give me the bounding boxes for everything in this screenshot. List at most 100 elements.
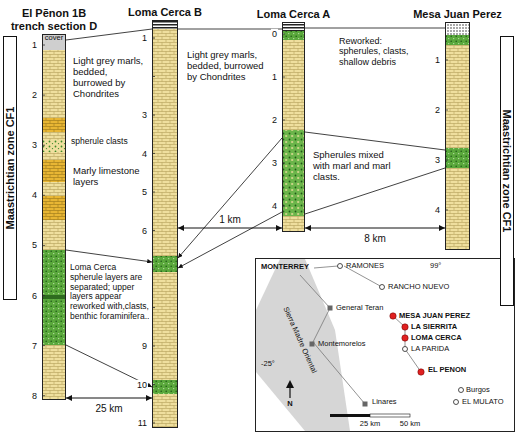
top-cap <box>445 22 470 35</box>
drawing-part <box>454 400 459 405</box>
distance-label: 25 km <box>93 403 124 414</box>
drawing-part <box>314 266 338 268</box>
spherule-clast-layer <box>42 140 66 152</box>
column-heading: El Pẽnon 1B trench section D <box>4 7 104 33</box>
map-label: EL MULATO <box>462 398 504 406</box>
drawing-part <box>402 324 408 330</box>
map-label: MESA JUAN PEREZ <box>399 312 470 320</box>
depth-number: 1 <box>31 40 38 50</box>
cover-layer <box>42 34 66 50</box>
drawing-part <box>310 342 315 347</box>
depth-number: 4 <box>271 201 278 211</box>
map-label: -25° <box>261 360 275 368</box>
map-label: LOMA CERCA <box>411 334 462 342</box>
zone-label: Maastrichtian zone CF1 <box>501 110 513 233</box>
distance-arrow <box>305 228 445 229</box>
reworked-layer <box>282 31 305 40</box>
note: Marly limestone layers <box>72 166 144 188</box>
drawing-part <box>338 264 343 269</box>
map-label: MONTERREY <box>261 263 309 271</box>
spherule-layer <box>152 256 178 272</box>
map-label: RAMONES <box>346 262 384 270</box>
marl-layer <box>445 22 470 250</box>
marl-layer <box>282 22 305 232</box>
top-cap <box>282 22 305 31</box>
marl-layer <box>42 34 66 400</box>
depth-number: 5 <box>31 240 38 250</box>
column-el-penon <box>42 34 66 400</box>
column-heading: Mesa Juan Perez <box>413 8 502 21</box>
spherule-layer <box>42 250 66 345</box>
depth-number: 3 <box>434 155 441 165</box>
section-column: Loma Cerca B <box>152 20 178 428</box>
spherule-layer <box>445 148 470 168</box>
map-label: LA SIERRITA <box>411 323 457 331</box>
distance-arrow <box>66 398 152 399</box>
depth-number: 3 <box>31 140 38 150</box>
layer-label: cover <box>45 34 63 42</box>
note: Spherules mixed with marl and marl clast… <box>312 150 394 183</box>
drawing-part <box>402 335 408 341</box>
drawing-part <box>286 380 294 388</box>
drawing-part <box>403 347 408 352</box>
depth-number: 0 <box>271 29 278 39</box>
zone-bar: Maastrichtian zone CF1 <box>500 36 514 306</box>
map-label: RANCHO NUEVO <box>388 283 449 291</box>
column-loma-cerca-b <box>152 20 178 428</box>
section-column: El Pẽnon 1B trench section D <box>42 34 66 400</box>
zone-bar: Maastrichtian zone CF1 <box>3 36 17 300</box>
north-label: N <box>287 400 292 408</box>
depth-number: 2 <box>434 105 441 115</box>
limestone-layer <box>42 196 66 220</box>
depth-number: 3 <box>271 158 278 168</box>
drawing-part <box>363 402 368 407</box>
top-cap <box>152 20 178 29</box>
section-column: Mesa Juan Perez <box>445 22 470 250</box>
depth-number: 1 <box>271 72 278 82</box>
marl-layer <box>152 20 178 428</box>
depth-number: 7 <box>31 340 38 350</box>
drawing-part <box>328 306 333 311</box>
city-squares <box>310 306 368 407</box>
depth-number: 11 <box>137 418 148 428</box>
depth-number: 3 <box>141 110 148 120</box>
depth-number: 5 <box>141 187 148 197</box>
zone-label: Maastrichtian zone CF1 <box>4 107 16 230</box>
distance-label: 1 km <box>217 214 243 225</box>
north-arrow <box>286 380 294 398</box>
town-circles <box>338 264 464 405</box>
depth-number: 8 <box>31 391 38 401</box>
correlation-line <box>66 250 152 262</box>
location-map <box>256 259 515 432</box>
depth-number: 4 <box>434 205 441 215</box>
reworked-layer <box>445 35 470 45</box>
depth-number: 6 <box>141 225 148 235</box>
spherule-layer <box>282 130 305 216</box>
map-label: Burgos <box>466 386 490 394</box>
section-column: Loma Cerca A <box>282 22 305 232</box>
depth-number: 4 <box>31 190 38 200</box>
drawing-part <box>459 388 464 393</box>
correlation-line <box>178 212 282 268</box>
depth-number: 2 <box>31 90 38 100</box>
distance-arrow <box>178 228 282 229</box>
depth-number: 2 <box>271 115 278 125</box>
depth-number: 6 <box>31 290 38 300</box>
distance-label: 8 km <box>362 233 388 244</box>
limestone-layer <box>42 160 66 182</box>
limestone-layer <box>42 118 66 132</box>
map-label: 99° <box>430 262 441 270</box>
map-frame <box>256 259 515 432</box>
drawing-part <box>330 414 370 417</box>
map-label: Linares <box>372 398 397 406</box>
column-loma-cerca-a <box>282 22 305 232</box>
map-label: General Teran <box>336 304 383 312</box>
note: Light grey marls, bedded, burrowed by Ch… <box>72 56 150 100</box>
correlation-line <box>178 29 282 30</box>
drawing-part <box>370 414 410 417</box>
spherule-layer <box>152 380 178 394</box>
correlation-line <box>305 28 445 29</box>
drawing-part <box>418 369 424 375</box>
scale-label: 50 km <box>400 420 420 428</box>
